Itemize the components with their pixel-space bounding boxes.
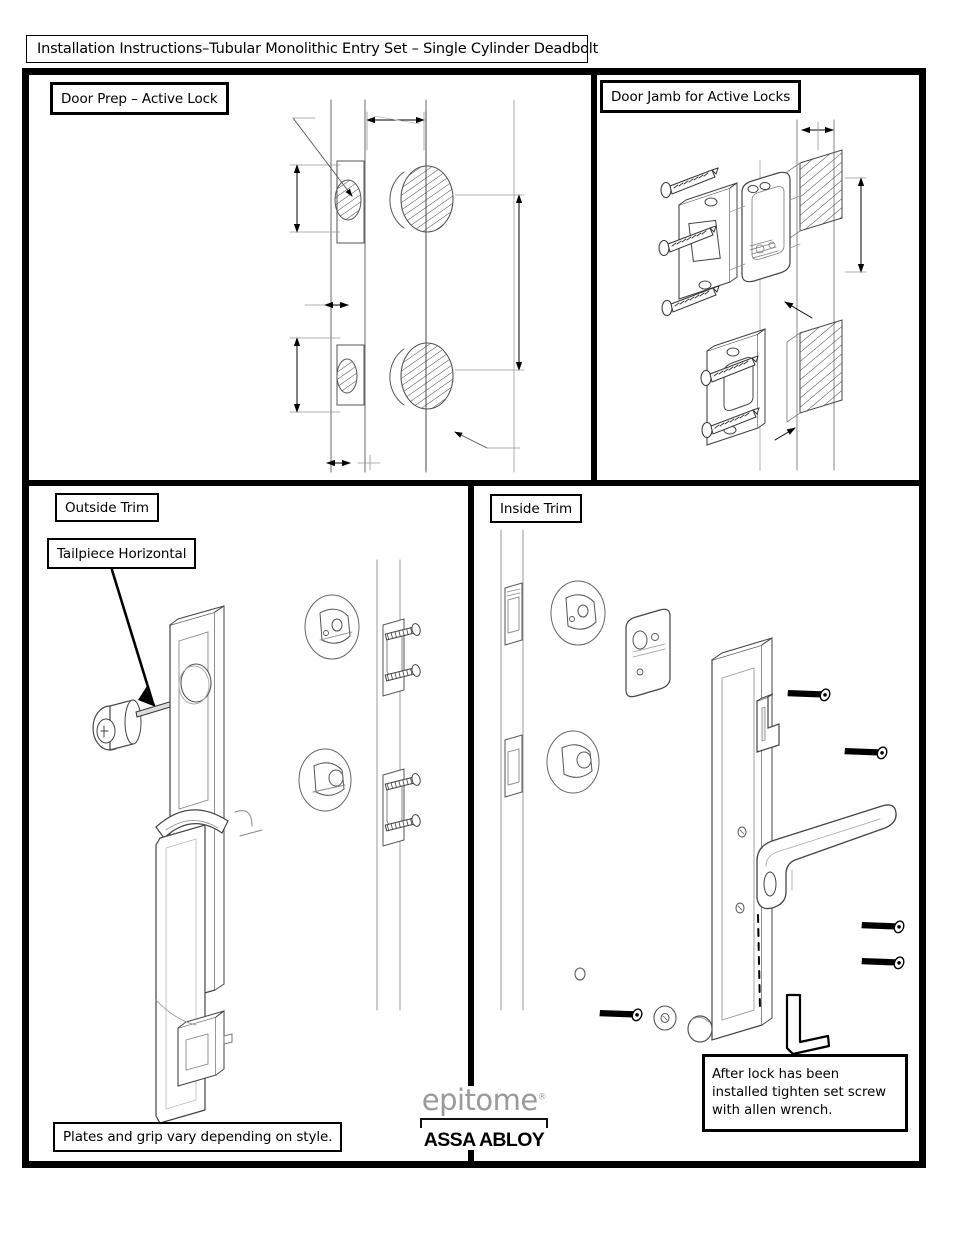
label-door-jamb-text: Door Jamb for Active Locks (611, 88, 791, 105)
divider-vertical-top (591, 68, 597, 486)
brand-logo: epitome® ASSA ABLOY (414, 1086, 554, 1150)
door-jamb-drawing (658, 119, 867, 471)
door-prep-drawing (289, 99, 525, 473)
label-door-prep: Door Prep – Active Lock (50, 82, 229, 115)
divider-horizontal (22, 480, 926, 486)
registered-mark: ® (537, 1092, 547, 1103)
logo-bracket (414, 1116, 554, 1130)
epitome-text: epitome (421, 1083, 539, 1117)
label-door-jamb: Door Jamb for Active Locks (600, 80, 802, 113)
outside-trim-drawing (92, 559, 421, 1124)
footnote-plates-grip-text: Plates and grip vary depending on style. (63, 1129, 333, 1145)
note-allen-wrench-text: After lock has been installed tighten se… (712, 1067, 887, 1118)
label-outside-trim-text: Outside Trim (65, 499, 149, 516)
assa-abloy-wordmark: ASSA ABLOY (423, 1129, 545, 1151)
label-door-prep-text: Door Prep – Active Lock (61, 90, 218, 107)
footnote-plates-grip: Plates and grip vary depending on style. (53, 1122, 343, 1152)
divider-vertical-bottom (468, 486, 474, 1168)
note-allen-wrench: After lock has been installed tighten se… (702, 1054, 908, 1132)
page-title: Installation Instructions–Tubular Monoli… (37, 41, 599, 57)
label-inside-trim: Inside Trim (490, 494, 583, 523)
page-title-box: Installation Instructions–Tubular Monoli… (26, 35, 598, 63)
label-inside-trim-text: Inside Trim (500, 500, 573, 517)
callout-tailpiece-text: Tailpiece Horizontal (57, 545, 187, 562)
inside-trim-drawing (500, 529, 907, 1056)
label-outside-trim: Outside Trim (55, 493, 159, 522)
epitome-wordmark: epitome® (414, 1086, 554, 1115)
callout-tailpiece-horizontal: Tailpiece Horizontal (47, 538, 197, 569)
